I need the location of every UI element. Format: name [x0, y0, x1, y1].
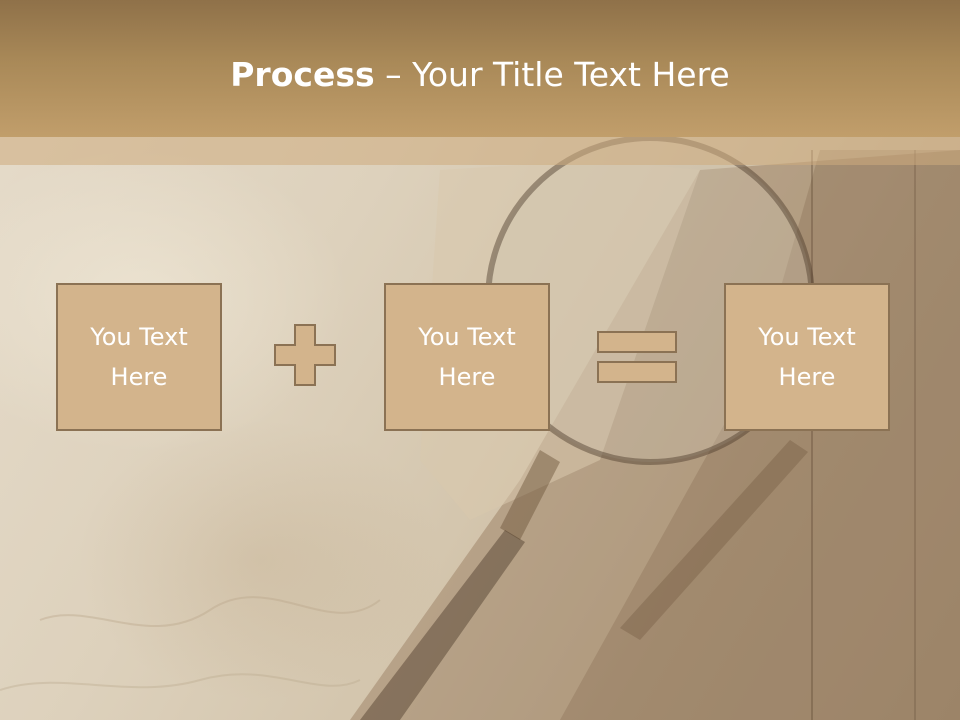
equals-icon [597, 331, 677, 383]
process-box-2-label: You Text Here [418, 323, 516, 391]
process-box-1: You Text Here [56, 283, 222, 431]
slide-title: Process – Your Title Text Here [0, 52, 960, 98]
title-bar-shadow-band [0, 137, 960, 165]
process-box-3: You Text Here [724, 283, 890, 431]
process-box-3-label: You Text Here [758, 323, 856, 391]
process-box-2: You Text Here [384, 283, 550, 431]
plus-icon [274, 324, 336, 386]
title-bar [0, 0, 960, 137]
slide-title-rest: – Your Title Text Here [374, 55, 730, 94]
process-box-1-label: You Text Here [90, 323, 188, 391]
slide-title-bold: Process [230, 55, 375, 94]
